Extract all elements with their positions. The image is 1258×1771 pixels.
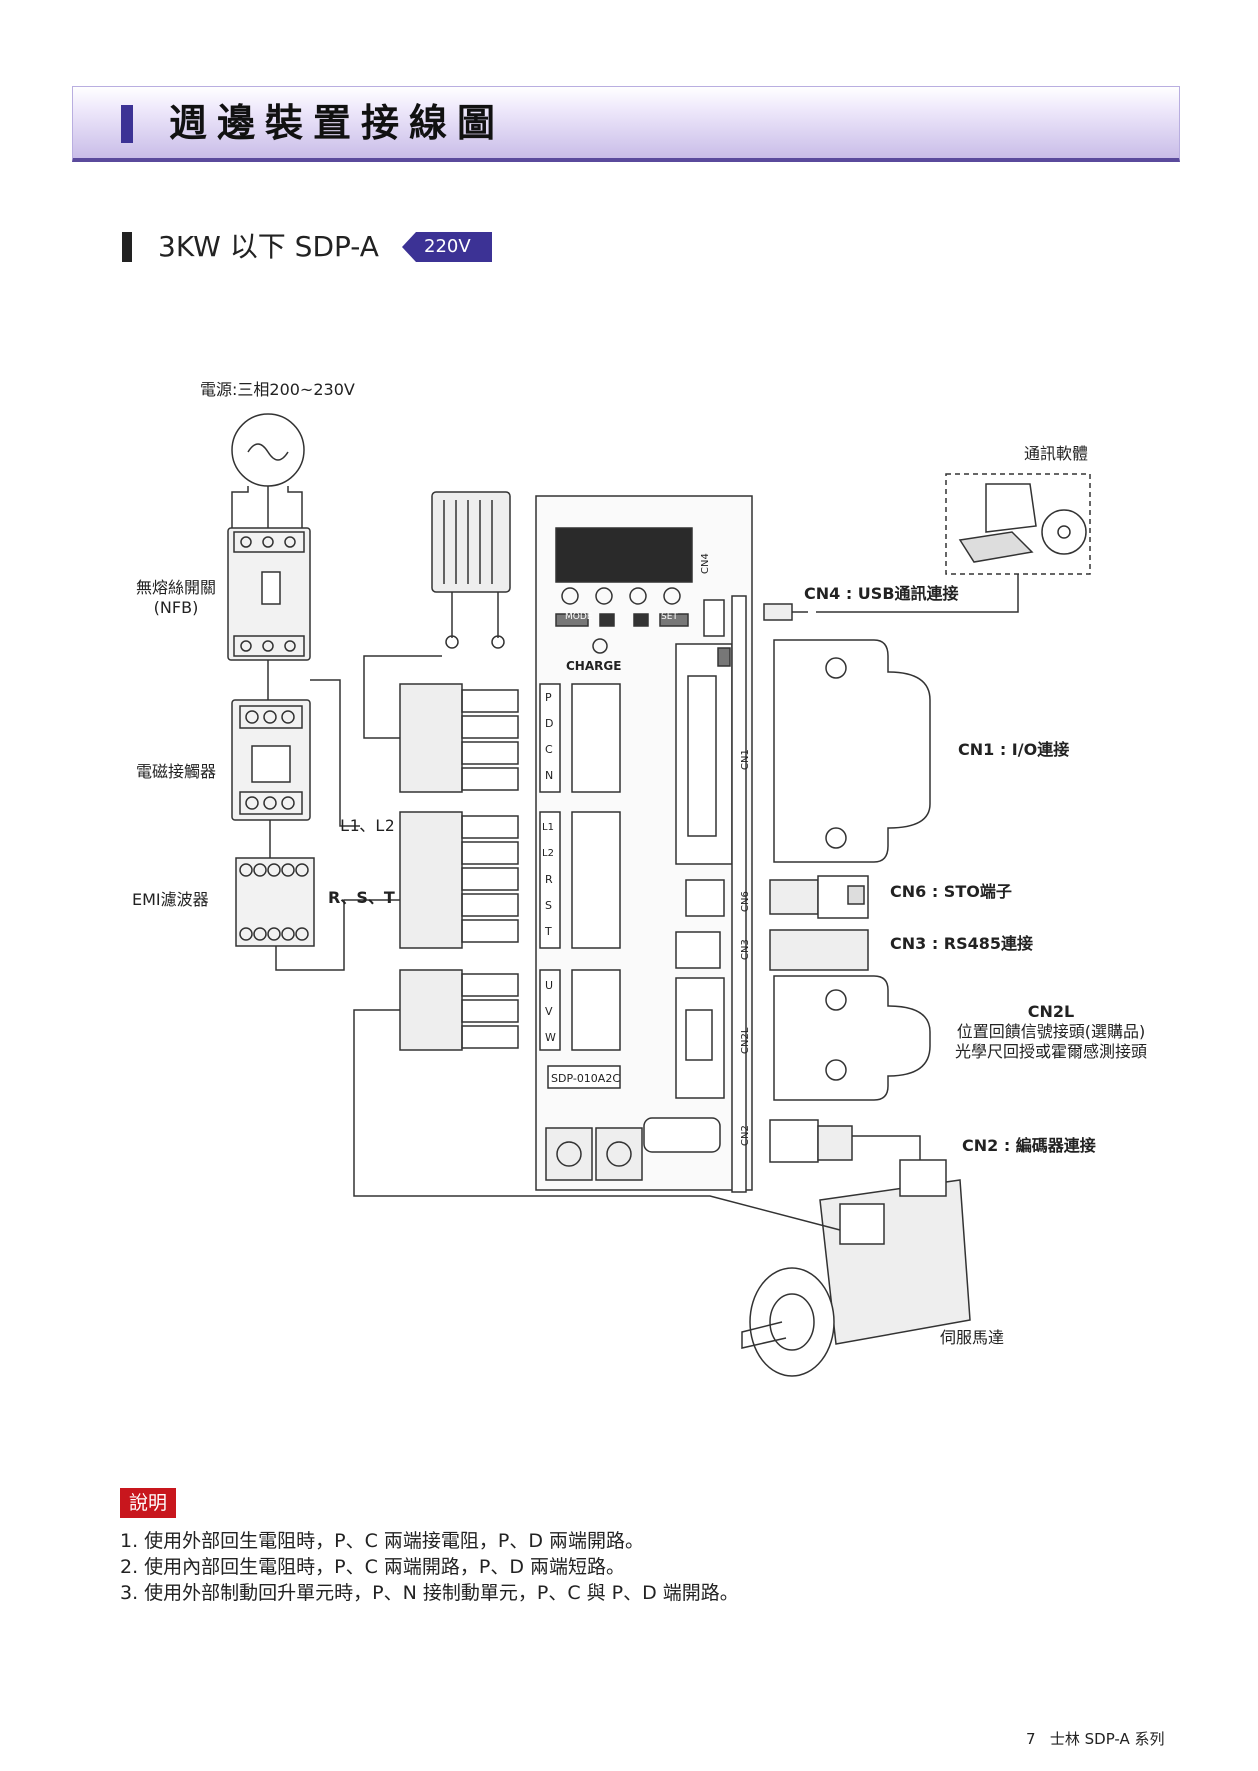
cn3-connector-icon	[769, 929, 869, 971]
terminal-w: W	[545, 1031, 556, 1044]
cn2l-line1: 位置回饋信號接頭(選購品)	[956, 1022, 1146, 1041]
drive-mode-button: MODE	[565, 612, 593, 622]
cn2l-connector-icon	[773, 975, 931, 1101]
motor-label: 伺服馬達	[940, 1328, 1005, 1347]
drive-charge-label: CHARGE	[566, 659, 622, 673]
software-label: 通訊軟體	[1024, 444, 1089, 463]
port-cn2l-label: CN2L	[740, 1027, 751, 1054]
subheader-accent-bar	[122, 232, 132, 262]
terminal-n: N	[545, 769, 554, 782]
notes-tag: 說明	[120, 1488, 176, 1518]
port-cn2-label: CN2	[740, 1125, 751, 1146]
cn4-label: CN4 : USB通訊連接	[804, 584, 959, 603]
l1l2-label: L1、L2	[340, 816, 395, 835]
page-footer: 7 士林 SDP-A 系列	[1026, 1728, 1165, 1749]
header-accent-bar	[121, 105, 133, 143]
servo-drive-icon	[535, 495, 753, 1193]
voltage-badge-label: 220V	[424, 236, 471, 257]
page-title: 週邊裝置接線圖	[169, 101, 506, 145]
emi-filter-label: EMI濾波器	[132, 890, 209, 909]
terminal-p: P	[545, 691, 552, 704]
cn3-label: CN3 : RS485連接	[890, 934, 1034, 953]
section-header: 週邊裝置接線圖	[72, 86, 1180, 162]
nfb-label: 無熔絲開關	[135, 578, 216, 597]
terminal-v: V	[545, 1005, 553, 1018]
page-number: 7	[1026, 1730, 1036, 1748]
servo-motor-icon	[741, 1159, 971, 1377]
terminal-d: D	[545, 717, 554, 730]
cn1-connector-icon	[773, 639, 931, 863]
note-item-1: 1. 使用外部回生電阻時，P、C 兩端接電阻，P、D 兩端開路。	[120, 1530, 645, 1552]
emi-filter-icon	[235, 857, 315, 947]
note-item-3: 3. 使用外部制動回升單元時，P、N 接制動單元，P、C 與 P、D 端開路。	[120, 1582, 739, 1604]
terminal-s: S	[545, 899, 552, 912]
subheader-title: 3KW 以下 SDP-A	[158, 230, 379, 263]
cn2-label: CN2 : 編碼器連接	[962, 1136, 1096, 1155]
voltage-badge: 220V	[402, 232, 492, 262]
notes-list: 1. 使用外部回生電阻時，P、C 兩端接電阻，P、D 兩端開路。 2. 使用內部…	[120, 1528, 739, 1606]
laptop-icon	[945, 473, 1091, 575]
contactor-icon	[231, 699, 311, 821]
series-name: 士林 SDP-A 系列	[1049, 1730, 1165, 1748]
terminal-c: C	[545, 743, 553, 756]
cn6-label: CN6 : STO端子	[890, 882, 1012, 901]
drive-model-label: SDP-010A2C	[551, 1072, 621, 1085]
cn2l-line2: 光學尺回授或霍爾感測接頭	[954, 1042, 1147, 1061]
terminal-u: U	[545, 979, 554, 992]
port-cn6-label: CN6	[740, 891, 751, 912]
terminal-r: R	[545, 873, 553, 886]
regen-resistor-icon	[431, 491, 511, 649]
cn1-label: CN1 : I/O連接	[958, 740, 1070, 759]
terminal-l2: L2	[542, 848, 554, 859]
cn2l-title: CN2L	[1027, 1002, 1075, 1021]
port-cn1-label: CN1	[740, 749, 751, 770]
terminal-plugs	[399, 683, 519, 1051]
note-item-2: 2. 使用內部回生電阻時，P、C 兩端開路，P、D 兩端短路。	[120, 1556, 626, 1578]
rst-label: R、S、T	[328, 888, 395, 907]
terminal-l1: L1	[542, 822, 554, 833]
nfb-en-label: (NFB)	[153, 598, 199, 617]
ac-source-icon	[231, 413, 305, 532]
nfb-breaker-icon	[227, 527, 311, 661]
cn2-connector-icon	[769, 1119, 853, 1163]
power-source-label: 電源:三相200~230V	[200, 380, 355, 399]
cn6-connector-icon	[769, 875, 869, 919]
contactor-label: 電磁接觸器	[136, 762, 217, 781]
port-cn4-label: CN4	[700, 553, 711, 574]
port-cn3-label: CN3	[740, 939, 751, 960]
drive-set-button: SET	[661, 612, 678, 622]
terminal-t: T	[545, 925, 552, 938]
